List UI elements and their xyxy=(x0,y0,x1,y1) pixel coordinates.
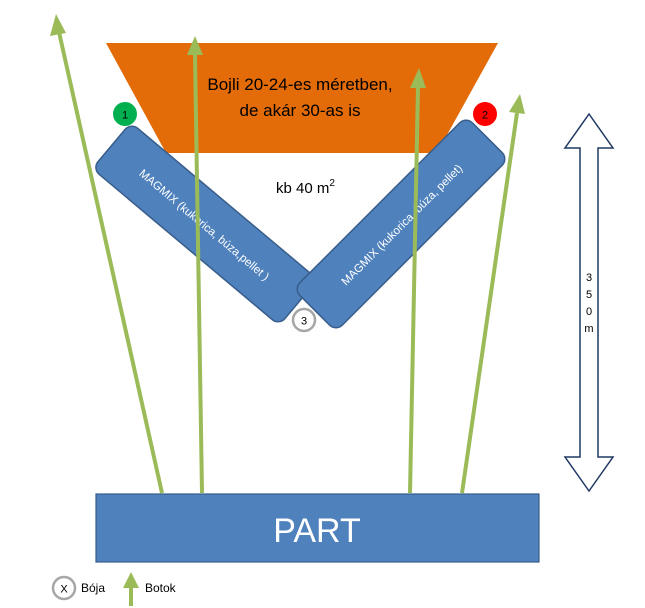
magmix-box-left: MAGMIX (kukorica, búza,pellet ) xyxy=(95,125,315,323)
area-label-superscript: 2 xyxy=(329,178,335,189)
rod-arrow-4 xyxy=(460,94,525,494)
distance-char-3: 0 xyxy=(586,306,592,318)
distance-char-4: m xyxy=(584,323,593,335)
bait-zone-line-2: de akár 30-as is xyxy=(240,101,361,120)
legend-rod-arrow-icon xyxy=(123,572,139,588)
buoy-1: 1 xyxy=(113,102,137,126)
buoy-3: 3 xyxy=(291,307,317,333)
distance-arrow: 3 5 0 m xyxy=(563,112,615,493)
area-label: kb 40 m2 xyxy=(276,178,335,197)
buoy-2-number: 2 xyxy=(482,110,488,122)
distance-char-2: 5 xyxy=(586,289,592,301)
legend: X Bója Botok xyxy=(51,572,177,606)
legend-rod: Botok xyxy=(123,572,177,606)
rod-arrow-2 xyxy=(187,36,204,494)
bait-zone xyxy=(106,43,498,153)
bait-zone-line-1: Bojli 20-24-es méretben, xyxy=(207,75,392,94)
distance-char-1: 3 xyxy=(586,272,592,284)
rod-arrow-1 xyxy=(50,14,164,494)
legend-buoy-symbol: X xyxy=(60,584,68,596)
legend-buoy-label: Bója xyxy=(81,581,105,595)
fishing-rods xyxy=(50,14,525,494)
legend-rod-label: Botok xyxy=(145,581,177,595)
shore-block: PART xyxy=(95,493,540,563)
buoy-2: 2 xyxy=(473,102,497,126)
rod-arrow-3 xyxy=(408,68,426,494)
buoy-1-number: 1 xyxy=(122,110,128,122)
area-label-text: kb 40 m xyxy=(276,180,329,197)
legend-buoy: X Bója xyxy=(51,575,105,601)
buoy-3-number: 3 xyxy=(301,316,307,328)
shore-label: PART xyxy=(273,512,361,550)
